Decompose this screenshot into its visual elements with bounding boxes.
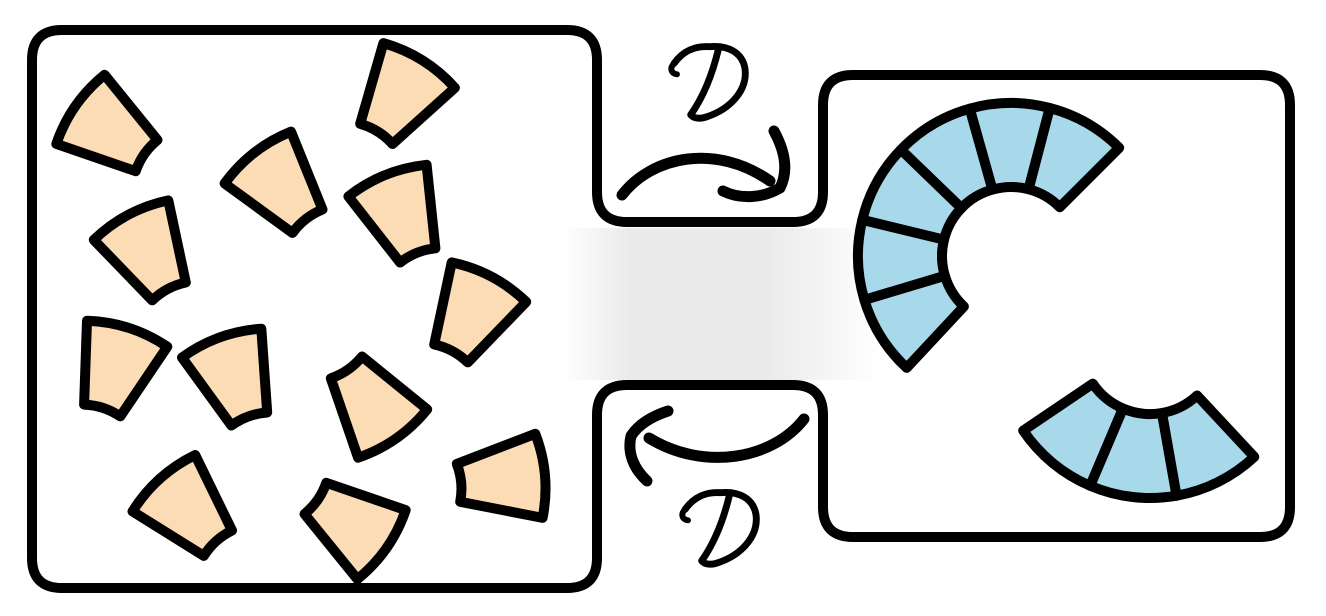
diffusion-label-bottom [682, 492, 756, 564]
monomer-wedge-10 [451, 428, 551, 523]
diffusion-label-top [671, 46, 745, 118]
monomer-wedge-11 [127, 450, 237, 561]
diffusion-arrow-top-arrowhead [717, 125, 791, 203]
diffusion-arrow-bottom-arrowhead [624, 405, 674, 487]
large-partial-ring [853, 98, 1125, 373]
small-arc-segment-3 [1157, 390, 1260, 501]
monomer-wedge-2 [355, 38, 460, 149]
monomer-wedge-5 [88, 195, 191, 306]
channel-shading [563, 228, 881, 380]
small-arc [1018, 378, 1260, 503]
diffusion-arrow-top [616, 125, 791, 203]
assembled-structures-group [853, 98, 1260, 503]
script-D-glyph [671, 46, 745, 118]
monomer-group [51, 38, 551, 585]
monomer-wedge-12 [299, 477, 411, 585]
monomer-wedge-9 [325, 351, 433, 463]
monomer-wedge-7 [79, 315, 173, 422]
monomer-wedge-6 [429, 257, 532, 368]
diffusion-arrow-top-shaft [616, 152, 776, 201]
monomer-wedge-1 [51, 69, 163, 177]
monomer-wedge-3 [219, 126, 328, 238]
monomer-wedge-8 [177, 323, 273, 431]
diffusion-arrow-bottom [624, 405, 810, 487]
diffusion-arrow-bottom-shaft [643, 413, 810, 463]
diffusion-arrows-group [616, 125, 810, 487]
script-D-glyph [682, 492, 756, 564]
monomer-wedge-4 [343, 159, 441, 268]
large-partial-ring-segment-6 [859, 270, 969, 373]
